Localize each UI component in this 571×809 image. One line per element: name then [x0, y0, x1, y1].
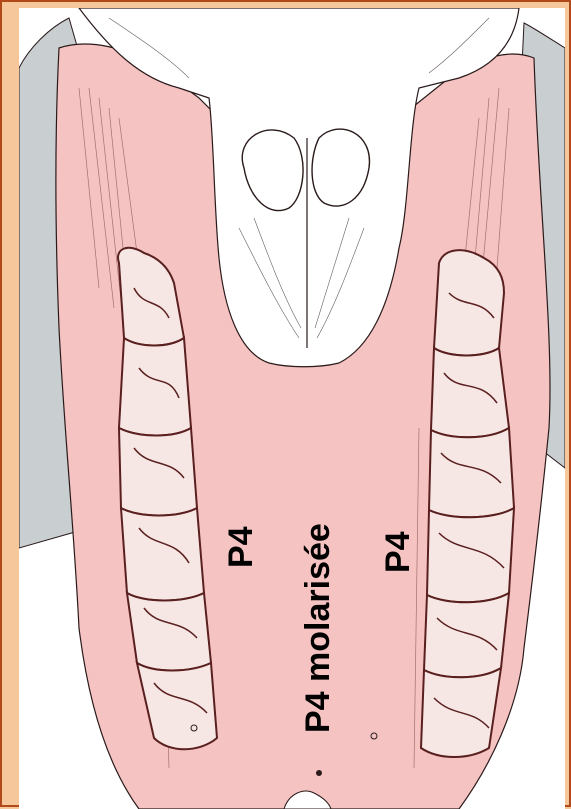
anatomical-illustration: P4 P4 molarisée P4	[19, 8, 565, 809]
right-tooth-2	[431, 348, 509, 437]
right-tooth-3	[429, 428, 514, 517]
right-tooth-4	[427, 508, 514, 602]
left-tooth-3	[119, 428, 197, 516]
right-tooth-5	[424, 593, 509, 677]
horse-palate-drawing	[19, 8, 565, 809]
label-left-p4: P4	[224, 526, 258, 568]
foramen-3	[316, 770, 322, 776]
left-tooth-2	[119, 338, 191, 436]
label-right-p4: P4	[381, 531, 415, 573]
left-tooth-4	[121, 508, 204, 601]
label-p4-molarisee: P4 molarisée	[301, 523, 335, 733]
right-tooth-row	[421, 250, 514, 757]
left-tooth-5	[127, 593, 211, 671]
